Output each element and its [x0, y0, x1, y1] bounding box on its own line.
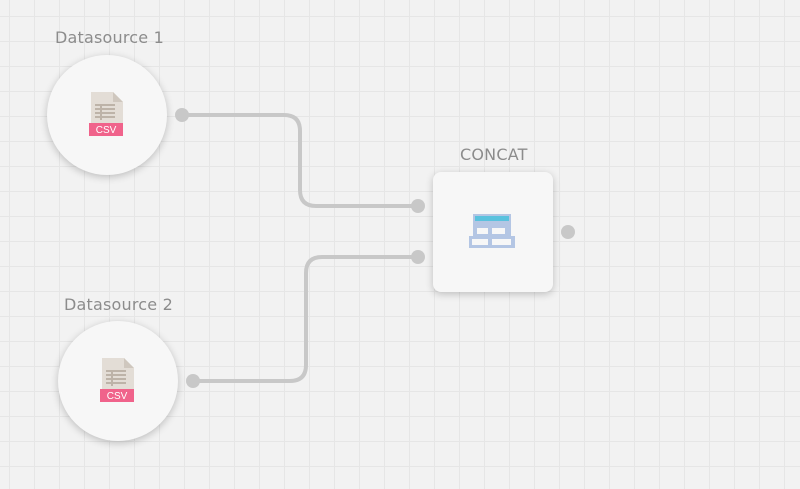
concat-label: CONCAT	[460, 145, 528, 164]
csv-file-icon: CSV	[100, 358, 134, 402]
csv-badge-label: CSV	[96, 125, 117, 136]
csv-file-icon: CSV	[89, 92, 123, 136]
concat-table-icon	[469, 214, 515, 248]
datasource1-node[interactable]: CSV	[47, 55, 167, 175]
concat-input-port-1[interactable]	[411, 199, 425, 213]
concat-node[interactable]	[433, 172, 553, 292]
datasource1-output-port[interactable]	[175, 108, 189, 122]
datasource1-label: Datasource 1	[55, 28, 165, 47]
concat-output-port[interactable]	[561, 225, 575, 239]
datasource2-label: Datasource 2	[64, 295, 174, 314]
concat-input-port-2[interactable]	[411, 250, 425, 264]
csv-badge-label: CSV	[107, 391, 128, 402]
datasource2-output-port[interactable]	[186, 374, 200, 388]
edge-datasource1-to-concat[interactable]	[180, 113, 420, 208]
datasource2-node[interactable]: CSV	[58, 321, 178, 441]
edge-datasource2-to-concat[interactable]	[191, 255, 420, 383]
